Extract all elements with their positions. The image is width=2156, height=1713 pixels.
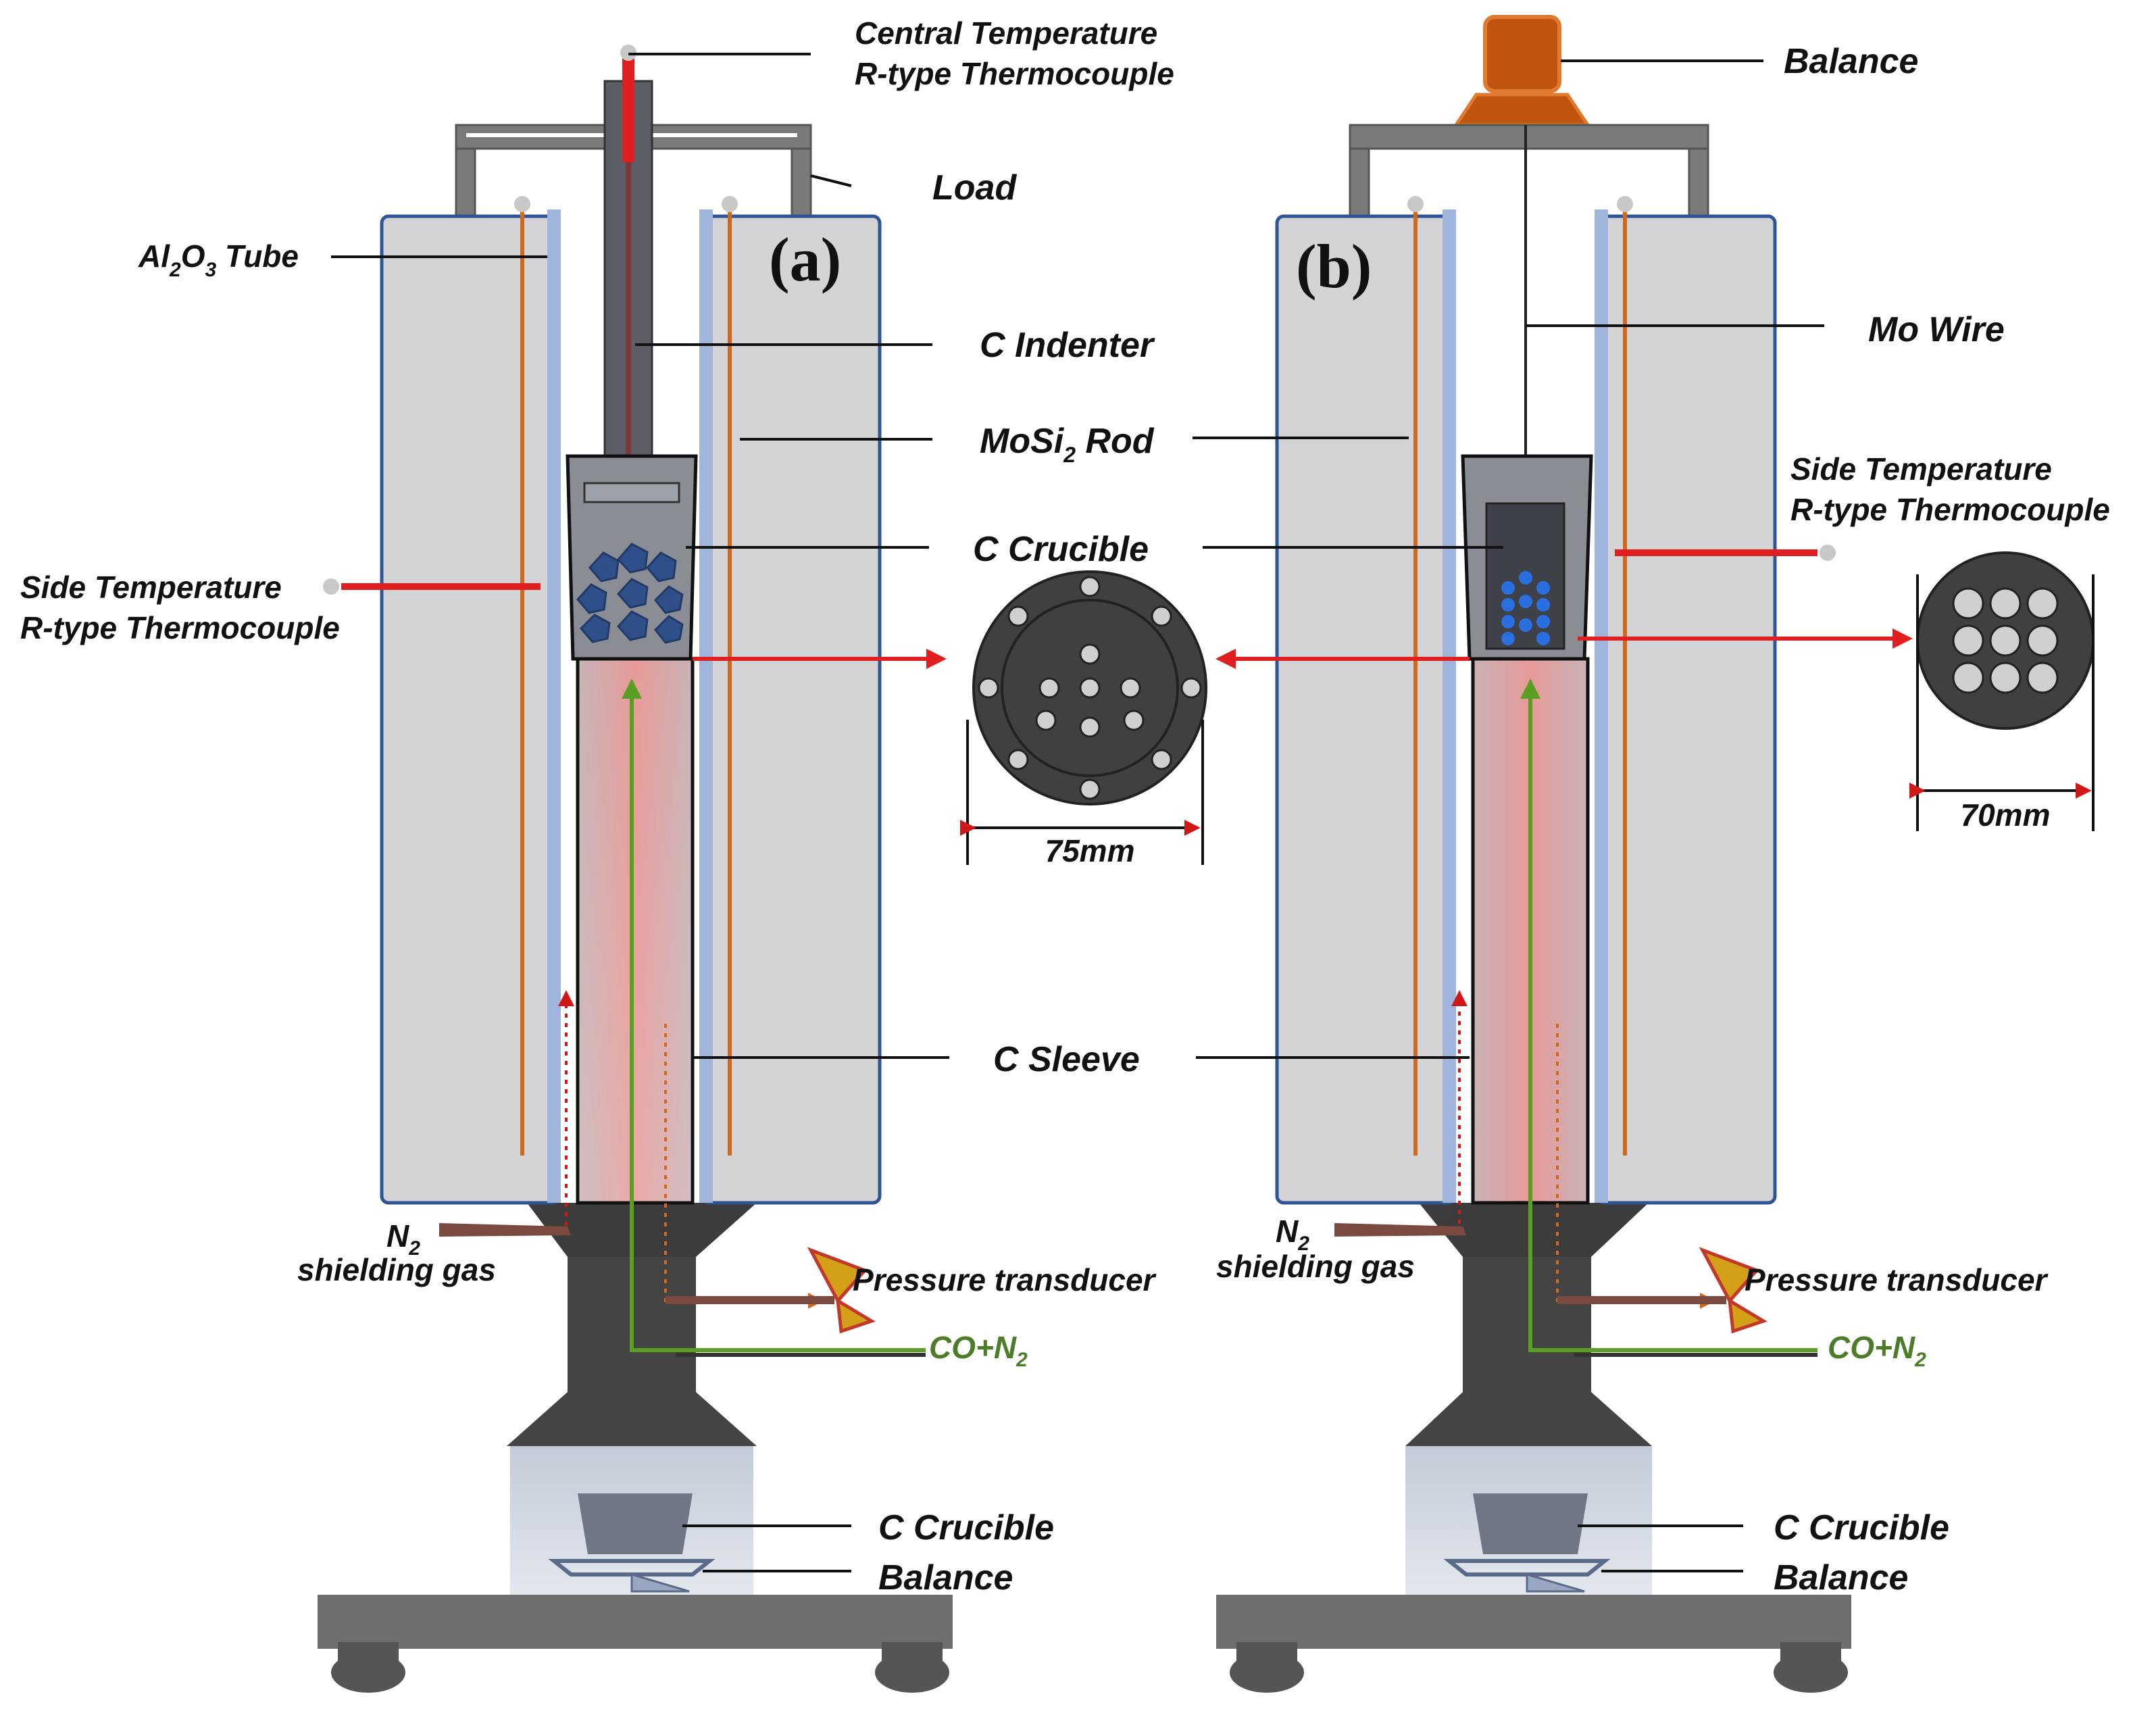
pressure-valve-icon xyxy=(807,1247,876,1334)
c-indenter-label: C Indenter xyxy=(980,326,1155,365)
disc-hole-outer xyxy=(1151,605,1172,627)
sample-pellet xyxy=(1519,571,1532,585)
sample-pellet xyxy=(1536,581,1550,595)
disc-hole-inner xyxy=(1123,710,1145,731)
balance-top-label: Balance xyxy=(1784,42,1918,81)
sample-pellet xyxy=(1519,595,1532,608)
shielding-gas-label-b: shielding gas xyxy=(1216,1249,1415,1284)
bottom-crucible-shape-a xyxy=(578,1493,693,1554)
bottom-balance-label-a: Balance xyxy=(878,1558,1013,1597)
sample-pellet xyxy=(1536,632,1550,645)
disc-hole-inner xyxy=(1038,677,1060,699)
c-sleeve-label: C Sleeve xyxy=(993,1040,1140,1079)
disc-hole-inner xyxy=(1120,677,1141,699)
sample-pellet xyxy=(1536,598,1550,612)
disc-hole-inner xyxy=(1079,643,1101,665)
side-tc-b-label-1: Side Temperature xyxy=(1790,451,2052,487)
disc-hole xyxy=(1952,624,1984,657)
disc-hole-outer xyxy=(1079,778,1101,800)
top-balance-icon xyxy=(1453,15,1591,127)
crucible-icon xyxy=(1473,1493,1588,1554)
c-crucible-label: C Crucible xyxy=(973,530,1149,569)
pressure-transducer-label-b: Pressure transducer xyxy=(1745,1262,2049,1297)
disc-hole-outer xyxy=(978,677,999,699)
panel-letter-a: (a) xyxy=(769,225,841,294)
side-tc-a-label-1: Side Temperature xyxy=(20,570,282,605)
balance-icon xyxy=(630,1572,690,1593)
al2o3-tube-left-a xyxy=(547,209,561,1203)
diameter-label-a: 75mm xyxy=(1045,833,1135,868)
disc-hole-outer xyxy=(1180,677,1202,699)
pressure-transducer-label-a: Pressure transducer xyxy=(853,1262,1157,1297)
disc-hole xyxy=(2026,587,2059,620)
disc-hole-inner xyxy=(1035,710,1057,731)
disc-hole xyxy=(1952,662,1984,694)
sample-pellet xyxy=(1501,581,1515,595)
panel-b: 70mm (b) Balance Mo Wire Side Temperatur… xyxy=(1193,15,2110,1693)
disc-hole-inner xyxy=(1079,677,1101,699)
sample-pellets-a xyxy=(576,543,684,644)
sample-pellet xyxy=(1501,615,1515,628)
side-tc-b-label-2: R-type Thermocouple xyxy=(1790,492,2110,527)
stand-base-b xyxy=(1216,1595,1851,1649)
disc-holes-b xyxy=(1952,587,2059,694)
central-tc-label-1: Central Temperature xyxy=(855,16,1157,51)
sample-pellets-b xyxy=(1501,571,1550,645)
sample-pellet xyxy=(1536,615,1550,628)
disc-hole-outer xyxy=(1007,749,1029,770)
disc-hole xyxy=(1952,587,1984,620)
shielding-gas-label-a: shielding gas xyxy=(297,1252,496,1287)
al2o3-tube-label: Al2O3 Tube xyxy=(138,239,299,281)
furnace-left-a xyxy=(380,214,561,1205)
balance-pan-a xyxy=(548,1559,716,1577)
al2o3-tube-right-a xyxy=(699,209,713,1203)
disc-hole xyxy=(1989,587,2022,620)
mo-wire-label: Mo Wire xyxy=(1868,310,2005,349)
disc-hole-outer xyxy=(1007,605,1029,627)
n2-label-a: N2 xyxy=(386,1218,420,1260)
panel-a: 75mm (a) Central Temperature R-type Ther… xyxy=(20,16,1207,1693)
sample-pellet xyxy=(1501,632,1515,645)
sample-pellet xyxy=(1519,618,1532,632)
mosi2-rod-label: MoSi2 Rod xyxy=(980,422,1155,467)
disc-hole xyxy=(2026,662,2059,694)
gas-flow-a xyxy=(622,678,926,1352)
furnace-left-b xyxy=(1275,214,1456,1205)
pressure-valve-b-icon xyxy=(1699,1247,1768,1334)
funnel-upper-a xyxy=(527,1203,757,1257)
n2-label-b: N2 xyxy=(1276,1214,1309,1255)
disc-hole xyxy=(1989,662,2022,694)
disc-hole-outer xyxy=(1151,749,1172,770)
panel-letter-b: (b) xyxy=(1296,232,1372,301)
bottom-balance-label-b: Balance xyxy=(1774,1558,1908,1597)
central-tc-label-2: R-type Thermocouple xyxy=(855,56,1174,91)
side-tc-a-label-2: R-type Thermocouple xyxy=(20,610,340,645)
co-n2-label-b: CO+N2 xyxy=(1828,1330,1926,1371)
load-label: Load xyxy=(932,168,1017,207)
bottom-crucible-label-a: C Crucible xyxy=(878,1508,1054,1547)
sample-pellet xyxy=(1501,598,1515,612)
stand-base-a xyxy=(318,1595,953,1649)
disc-hole-inner xyxy=(1079,716,1101,738)
diameter-label-b: 70mm xyxy=(1961,797,2051,833)
bottom-crucible-label-b: C Crucible xyxy=(1774,1508,1949,1547)
co-n2-label-a: CO+N2 xyxy=(929,1330,1028,1371)
disc-holes-a xyxy=(978,576,1202,800)
funnel-lower-a xyxy=(507,1392,757,1446)
top-frame-b xyxy=(1349,124,1709,150)
disc-hole xyxy=(2026,624,2059,657)
disc-hole xyxy=(1989,624,2022,657)
disc-hole-outer xyxy=(1079,576,1101,597)
